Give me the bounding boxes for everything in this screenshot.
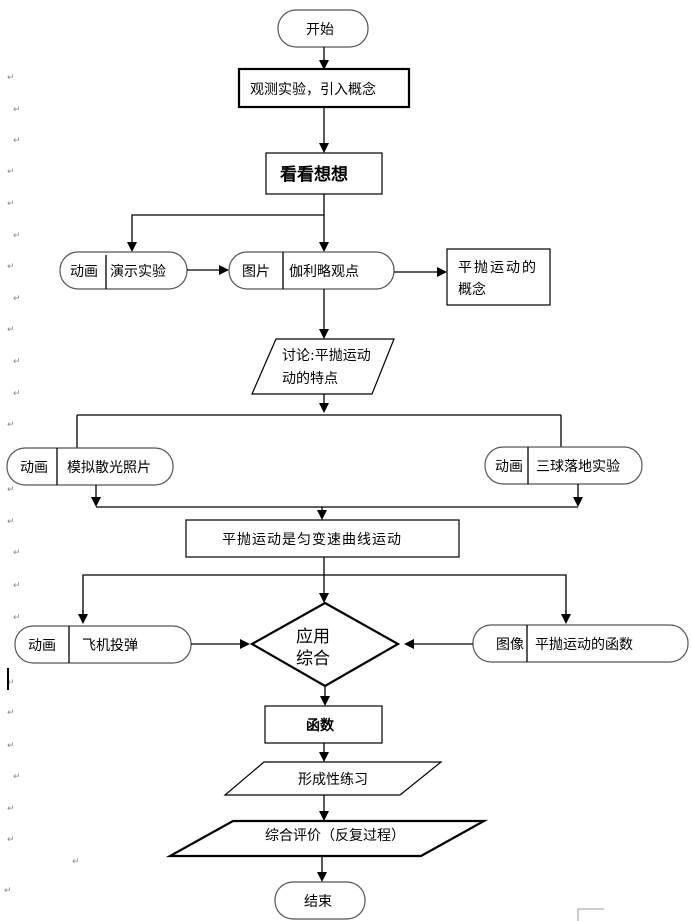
- paragraph-mark: ↵: [13, 772, 21, 782]
- start-terminal[interactable]: 开始: [277, 9, 369, 48]
- paragraph-mark: ↵: [7, 678, 15, 688]
- bomb-drop-label: 飞机投弹: [82, 638, 138, 654]
- paragraph-mark: ↵: [13, 136, 21, 146]
- discussion-line2: 动的特点: [282, 371, 338, 387]
- end-label: 结束: [304, 894, 332, 910]
- scatter-photo-node[interactable]: 动画 模拟散光照片: [6, 447, 174, 486]
- paragraph-mark: ↵: [13, 231, 21, 241]
- function-box[interactable]: 函数: [264, 705, 383, 744]
- start-label: 开始: [306, 22, 334, 38]
- paragraph-mark: ↵: [7, 741, 15, 751]
- demo-tag: 动画: [70, 264, 98, 280]
- paragraph-mark: ↵: [7, 708, 15, 718]
- three-ball-tag: 动画: [495, 459, 523, 475]
- paragraph-mark: ↵: [13, 105, 21, 115]
- observe-step-box[interactable]: 观测实验，引入概念: [237, 67, 411, 109]
- paragraph-mark: ↵: [13, 548, 21, 558]
- conclusion-box[interactable]: 平抛运动是匀变速曲线运动: [185, 519, 460, 558]
- galileo-view-node[interactable]: 图片 伽利略观点: [228, 251, 395, 290]
- paragraph-mark: ↵: [7, 199, 15, 209]
- practice-label: 形成性练习: [298, 772, 368, 788]
- bomb-drop-tag: 动画: [28, 638, 56, 654]
- decision-line2: 综合: [296, 649, 330, 669]
- observe-step-label: 观测实验，引入概念: [250, 81, 376, 98]
- three-ball-label: 三球落地实验: [536, 459, 620, 475]
- paragraph-marks: ↵ ↵ ↵ ↵ ↵ ↵ ↵ ↵ ↵ ↵ ↵ ↵ ↵ ↵ ↵ ↵ ↵ ↵ ↵ ↵ …: [4, 73, 80, 896]
- concept-box[interactable]: 平抛运动的 概念: [446, 248, 551, 306]
- scatter-tag: 动画: [20, 460, 48, 476]
- evaluation-parallelogram[interactable]: 综合评价（反复过程）: [165, 819, 489, 858]
- paragraph-mark: ↵: [13, 357, 21, 367]
- decision-line1: 应用: [296, 627, 330, 647]
- evaluation-label: 综合评价（反复过程）: [265, 827, 405, 844]
- bomb-drop-node[interactable]: 动画 飞机投弹: [14, 625, 192, 664]
- paragraph-mark: ↵: [7, 517, 15, 527]
- paragraph-mark: ↵: [13, 613, 21, 623]
- galileo-label: 伽利略观点: [289, 264, 359, 280]
- scatter-label: 模拟散光照片: [67, 460, 151, 476]
- practice-parallelogram[interactable]: 形成性练习: [223, 761, 443, 796]
- three-ball-node[interactable]: 动画 三球落地实验: [484, 446, 643, 485]
- discussion-parallelogram[interactable]: 讨论:平抛运动 动的特点: [251, 338, 395, 395]
- paragraph-mark: ↵: [7, 73, 15, 83]
- page-corner-mark: [577, 908, 604, 921]
- function-box-label: 函数: [306, 717, 335, 734]
- conclusion-label: 平抛运动是匀变速曲线运动: [222, 532, 402, 548]
- paragraph-mark: ↵: [7, 325, 15, 335]
- end-terminal[interactable]: 结束: [274, 881, 366, 920]
- paragraph-mark: ↵: [7, 167, 15, 177]
- paragraph-mark: ↵: [13, 581, 21, 591]
- discussion-line1: 讨论:平抛运动: [282, 348, 371, 364]
- function-graph-node[interactable]: 图像 平抛运动的函数: [472, 624, 689, 663]
- look-think-box[interactable]: 看看想想: [265, 152, 383, 195]
- demo-experiment-node[interactable]: 动画 演示实验: [59, 251, 188, 290]
- paragraph-mark: ↵: [7, 420, 15, 430]
- apply-decision-diamond[interactable]: 应用 综合: [249, 601, 401, 688]
- paragraph-mark: ↵: [7, 485, 15, 495]
- paragraph-mark: ↵: [7, 262, 15, 272]
- branch-connector: [127, 214, 324, 252]
- galileo-tag: 图片: [242, 264, 270, 280]
- branch-connector: [82, 574, 567, 623]
- paragraph-mark: ↵: [7, 804, 15, 814]
- demo-label: 演示实验: [110, 264, 166, 280]
- look-think-label: 看看想想: [279, 164, 348, 185]
- function-graph-tag: 图像: [496, 637, 524, 653]
- concept-line2: 概念: [458, 281, 486, 298]
- paragraph-mark: ↵: [72, 857, 80, 867]
- paragraph-mark: ↵: [13, 294, 21, 304]
- function-graph-label: 平抛运动的函数: [535, 637, 633, 653]
- paragraph-mark: ↵: [7, 835, 15, 845]
- paragraph-mark: ↵: [13, 389, 21, 399]
- paragraph-mark: ↵: [4, 886, 12, 896]
- concept-line1: 平抛运动的: [458, 260, 538, 276]
